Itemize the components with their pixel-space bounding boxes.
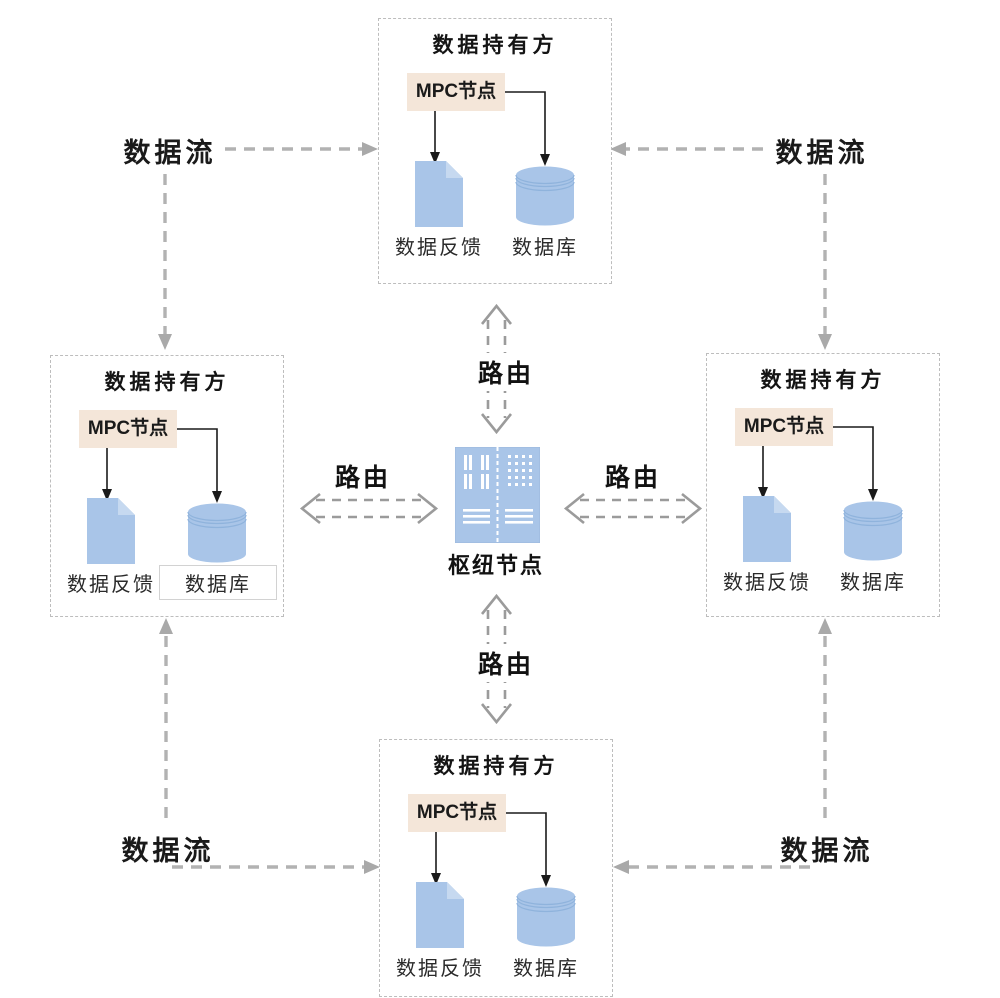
database-icon bbox=[187, 503, 247, 563]
database-icon bbox=[515, 166, 575, 226]
document-label: 数据反馈 bbox=[67, 574, 155, 596]
data-flow-label-top-left: 数据流 bbox=[123, 138, 217, 168]
flow-arrow-top-right bbox=[610, 142, 832, 350]
document-label: 数据反馈 bbox=[395, 237, 483, 259]
database-label: 数据库 bbox=[512, 237, 578, 259]
mpc-node-label: MPC节点 bbox=[735, 408, 833, 446]
data-holder-box-top: 数据持有方 MPC节点 数据反馈 数据库 bbox=[378, 18, 612, 284]
document-label: 数据反馈 bbox=[723, 572, 811, 594]
flow-arrow-top-left bbox=[158, 142, 378, 350]
route-label-bottom: 路由 bbox=[466, 644, 546, 682]
route-label-right: 路由 bbox=[593, 457, 673, 495]
hub-node-label: 枢纽节点 bbox=[447, 553, 544, 578]
data-holder-box-left: 数据持有方 MPC节点 数据反馈 数据库 bbox=[50, 355, 284, 617]
data-flow-label-bottom-right: 数据流 bbox=[780, 836, 874, 866]
data-flow-label-top-right: 数据流 bbox=[775, 138, 869, 168]
server-rack-icon bbox=[455, 447, 540, 543]
mpc-node-label: MPC节点 bbox=[79, 410, 177, 448]
holder-title: 数据持有方 bbox=[433, 755, 559, 778]
route-label-top: 路由 bbox=[466, 353, 546, 391]
database-label: 数据库 bbox=[840, 572, 906, 594]
route-arrow-right bbox=[563, 492, 703, 525]
database-label: 数据库 bbox=[513, 958, 579, 980]
document-icon bbox=[416, 882, 464, 948]
document-icon bbox=[743, 496, 791, 562]
data-flow-label-bottom-left: 数据流 bbox=[121, 836, 215, 866]
database-icon bbox=[516, 887, 576, 947]
mpc-node-label: MPC节点 bbox=[408, 794, 506, 832]
holder-title: 数据持有方 bbox=[432, 34, 558, 57]
data-holder-box-bottom: 数据持有方 MPC节点 数据反馈 数据库 bbox=[379, 739, 613, 997]
database-label: 数据库 bbox=[159, 565, 277, 600]
database-icon bbox=[843, 501, 903, 561]
route-arrow-left bbox=[299, 492, 439, 525]
document-icon bbox=[415, 161, 463, 227]
holder-title: 数据持有方 bbox=[104, 371, 230, 394]
route-label-left: 路由 bbox=[323, 457, 403, 495]
document-icon bbox=[87, 498, 135, 564]
holder-title: 数据持有方 bbox=[760, 369, 886, 392]
document-label: 数据反馈 bbox=[396, 958, 484, 980]
data-holder-box-right: 数据持有方 MPC节点 数据反馈 数据库 bbox=[706, 353, 940, 617]
mpc-node-label: MPC节点 bbox=[407, 73, 505, 111]
